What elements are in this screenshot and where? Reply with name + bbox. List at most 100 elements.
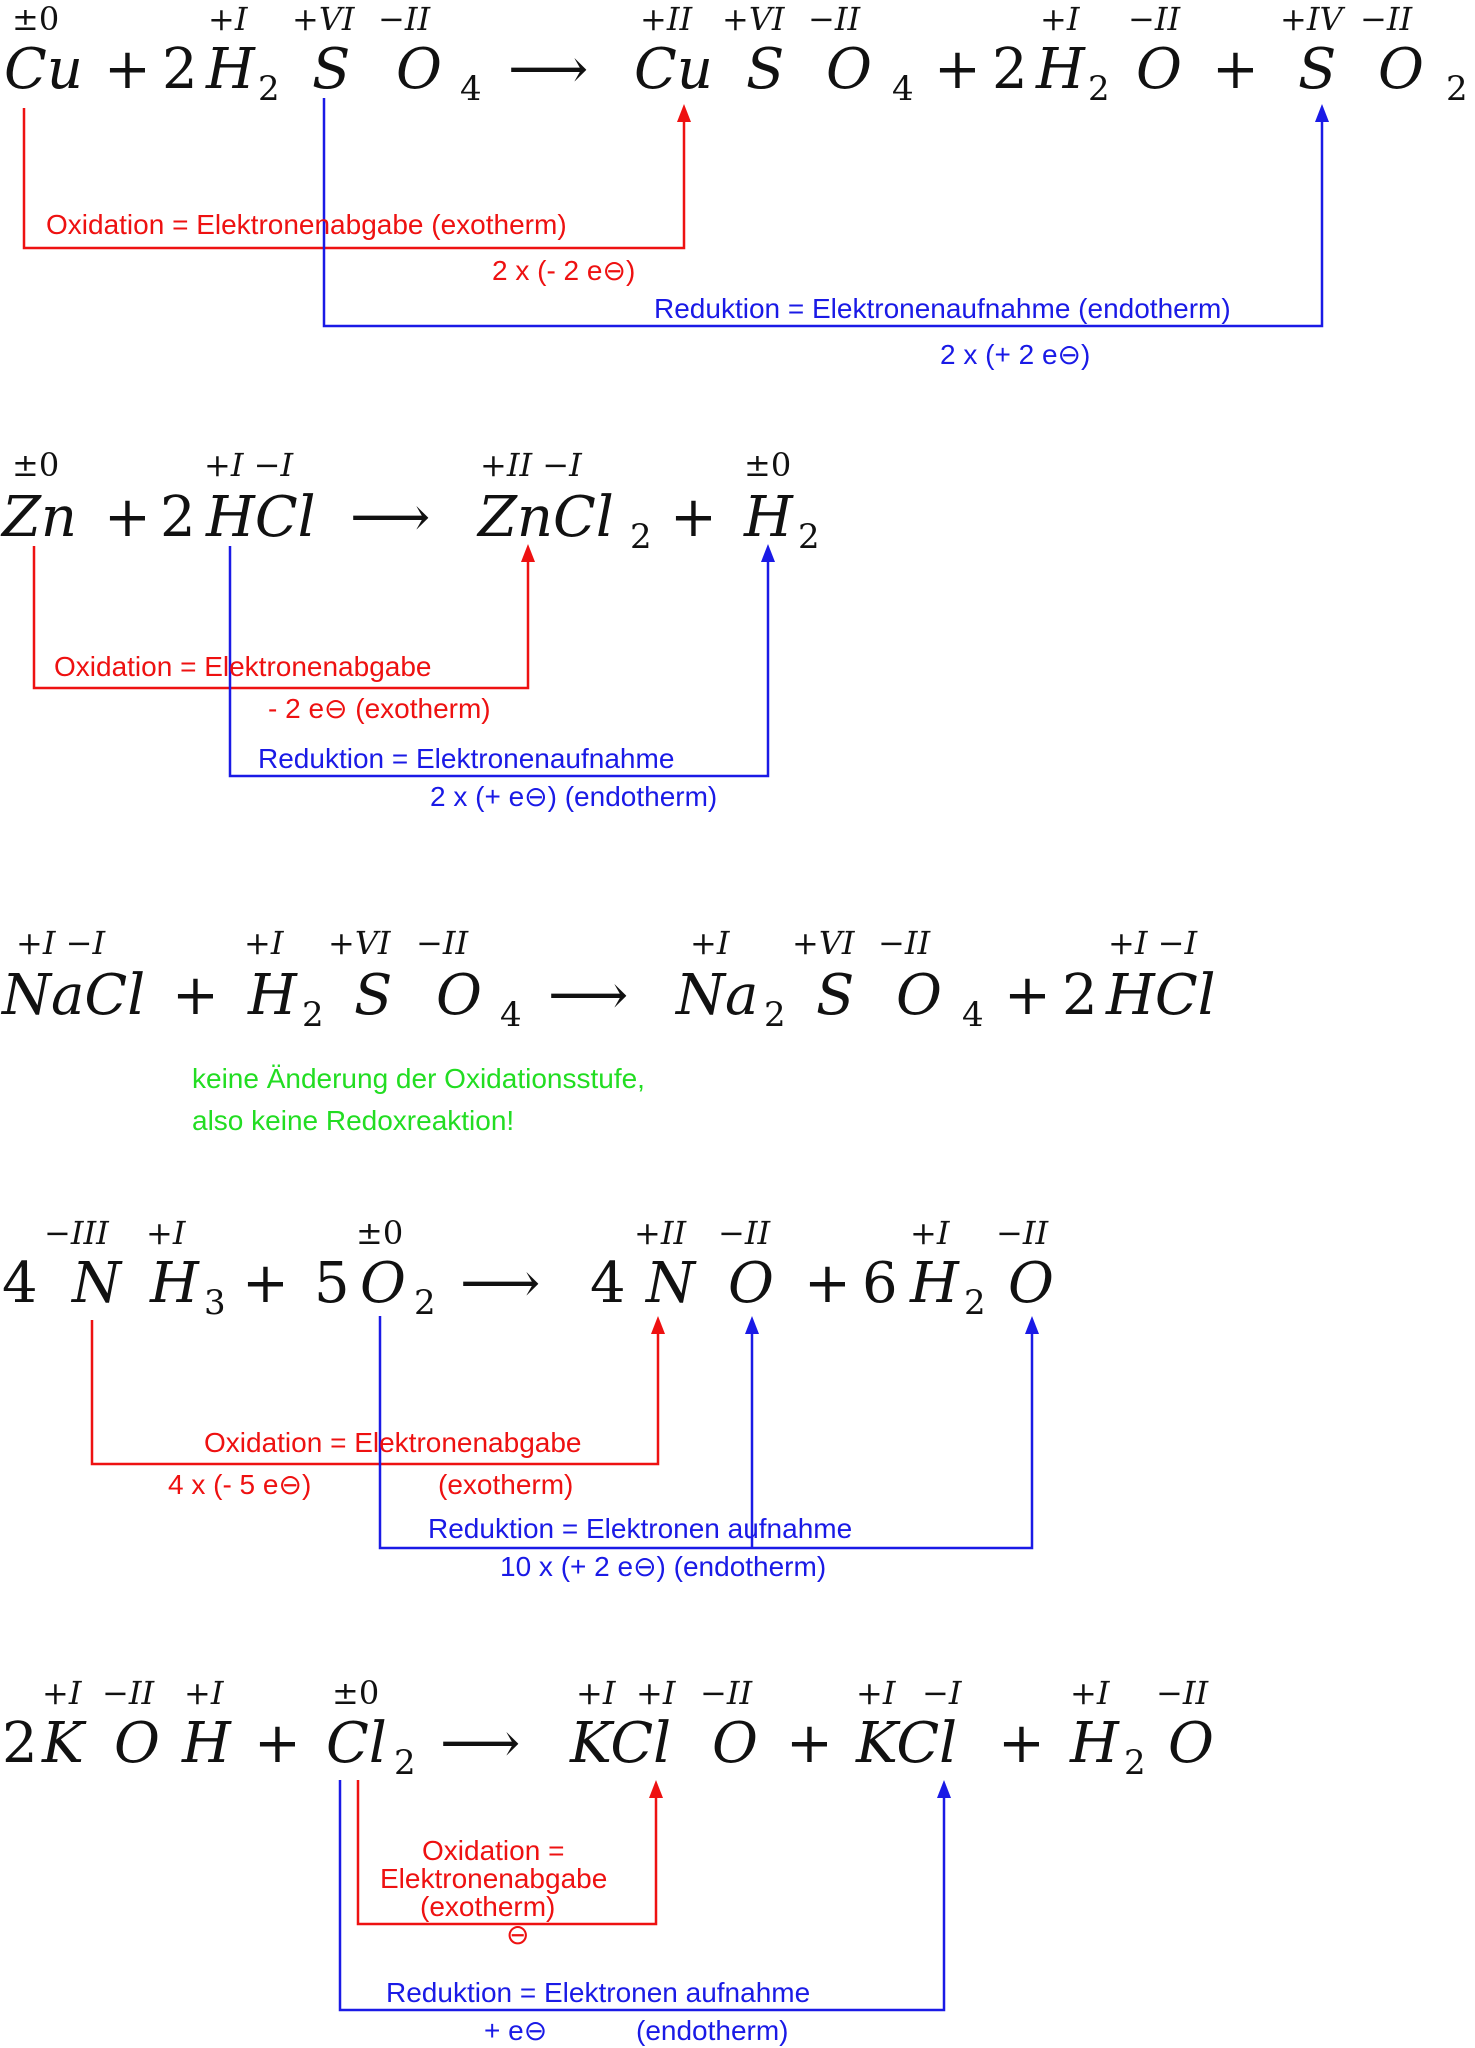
formula-coef: 2 bbox=[160, 485, 196, 550]
formula-hcl: HCl bbox=[1105, 963, 1216, 1028]
oxidation-arrowhead bbox=[649, 1780, 663, 1798]
formula-zncl: ZnCl bbox=[476, 485, 614, 550]
reaction-arrow: ⟶ bbox=[548, 963, 628, 1028]
reaction-arrow: ⟶ bbox=[460, 1251, 540, 1316]
oxidation-arrowhead bbox=[521, 544, 535, 562]
formula-o-product: O bbox=[826, 37, 872, 102]
ox-state-o-product: −II bbox=[718, 1214, 771, 1252]
ox-state-cl-chloride: −I bbox=[922, 1674, 963, 1712]
formula-subscript: 2 bbox=[1446, 69, 1468, 109]
formula-subscript: 4 bbox=[962, 995, 984, 1035]
formula-coef: 2 bbox=[162, 37, 198, 102]
ox-state-o-dioxide: −II bbox=[1360, 0, 1413, 38]
oxidation-arrowhead bbox=[651, 1316, 665, 1334]
oxidation-arrowhead bbox=[677, 104, 691, 122]
reduction-arrowhead bbox=[761, 544, 775, 562]
formula-plus: + bbox=[998, 1711, 1045, 1776]
ox-state-o-water: −II bbox=[1156, 1674, 1209, 1712]
reduction-bracket bbox=[338, 1780, 946, 2012]
oxidation-label-line-1: Oxidation = bbox=[422, 1835, 564, 1866]
oxidation-label: Oxidation = Elektronenabgabe (exotherm) bbox=[46, 209, 567, 240]
formula-s: S bbox=[354, 963, 392, 1028]
reaction-copper-sulfuric-acid: ±0 +I +VI −II +II +VI −II +I −II +IV −II… bbox=[4, 0, 1468, 370]
ox-state-h2: ±0 bbox=[744, 446, 791, 484]
formula-coef: 2 bbox=[2, 1711, 38, 1776]
ox-state-zncl: +II −I bbox=[480, 446, 583, 484]
formula-plus: + bbox=[670, 485, 717, 550]
formula-h2: H bbox=[743, 485, 794, 550]
oxidation-electrons: ⊖ bbox=[506, 1919, 529, 1950]
formula-h: H bbox=[205, 37, 256, 102]
formula-o-dioxide: O bbox=[1378, 37, 1424, 102]
ox-state-o-product: −II bbox=[878, 924, 931, 962]
reduction-electrons: + e⊖ bbox=[484, 2015, 547, 2046]
ox-state-h: +I bbox=[184, 1674, 225, 1712]
oxidation-label-line-3: (exotherm) bbox=[420, 1891, 555, 1922]
formula-o-water: O bbox=[1168, 1711, 1214, 1776]
formula-subscript: 3 bbox=[204, 1283, 226, 1323]
reduction-arrowhead bbox=[937, 1780, 951, 1798]
ox-state-o2: ±0 bbox=[356, 1214, 403, 1252]
reduction-bracket bbox=[228, 546, 770, 778]
formula-coef: 2 bbox=[992, 37, 1028, 102]
ox-state-h: +I bbox=[244, 924, 285, 962]
formula-coef: 6 bbox=[862, 1251, 898, 1316]
reaction-arrow: ⟶ bbox=[350, 485, 430, 550]
reaction-arrow: ⟶ bbox=[508, 37, 588, 102]
reaction-arrow: ⟶ bbox=[440, 1711, 520, 1776]
formula-subscript: 2 bbox=[414, 1283, 436, 1323]
formula-subscript: 2 bbox=[1088, 69, 1110, 109]
formula-plus: + bbox=[786, 1711, 833, 1776]
formula-cu-product: Cu bbox=[634, 37, 713, 102]
formula-subscript: 4 bbox=[892, 69, 914, 109]
no-redox-note-line-2: also keine Redoxreaktion! bbox=[192, 1105, 514, 1136]
reduction-electrons: 2 x (+ 2 e⊖) bbox=[940, 339, 1090, 370]
ox-state-hcl: +I −I bbox=[1108, 924, 1198, 962]
reaction-zinc-hydrochloric-acid: ±0 +I −I +II −I ±0 Zn + 2 HCl ⟶ ZnCl 2 +… bbox=[0, 446, 820, 812]
formula-o-water: O bbox=[1008, 1251, 1054, 1316]
ox-state-h-water: +I bbox=[1040, 0, 1081, 38]
ox-state-cu-product: +II bbox=[640, 0, 693, 38]
formula-coef: 5 bbox=[314, 1251, 350, 1316]
oxidation-bracket bbox=[356, 1780, 658, 1926]
oxidation-exotherm: (exotherm) bbox=[438, 1469, 573, 1500]
formula-subscript: 2 bbox=[630, 517, 652, 557]
formula-plus: + bbox=[934, 37, 981, 102]
ox-state-k-chloride: +I bbox=[856, 1674, 897, 1712]
ox-state-cl2: ±0 bbox=[332, 1674, 379, 1712]
oxidation-bracket bbox=[22, 108, 686, 250]
reduction-label: Reduktion = Elektronenaufnahme bbox=[258, 743, 674, 774]
oxidation-label: Oxidation = Elektronenabgabe bbox=[54, 651, 432, 682]
formula-o-product: O bbox=[728, 1251, 774, 1316]
formula-o: O bbox=[114, 1711, 160, 1776]
formula-plus: + bbox=[242, 1251, 289, 1316]
reduction-electrons: 10 x (+ 2 e⊖) (endotherm) bbox=[500, 1551, 826, 1582]
formula-o: O bbox=[436, 963, 482, 1028]
formula-n-product: N bbox=[644, 1251, 697, 1316]
formula-s-product: S bbox=[746, 37, 784, 102]
formula-cu: Cu bbox=[4, 37, 83, 102]
reaction-sodium-chloride-sulfuric-acid: +I −I +I +VI −II +I +VI −II +I −I NaCl +… bbox=[0, 924, 1216, 1136]
reduction-arrowhead bbox=[1315, 104, 1329, 122]
reduction-endotherm: (endotherm) bbox=[636, 2015, 789, 2046]
formula-plus: + bbox=[254, 1711, 301, 1776]
formula-s-product: S bbox=[816, 963, 854, 1028]
formula-subscript: 4 bbox=[460, 69, 482, 109]
reduction-label: Reduktion = Elektronen aufnahme bbox=[428, 1513, 852, 1544]
formula-cl2: Cl bbox=[326, 1711, 387, 1776]
formula-o-product: O bbox=[712, 1711, 758, 1776]
formula-subscript: 2 bbox=[764, 995, 786, 1035]
ox-state-zn: ±0 bbox=[12, 446, 59, 484]
ox-state-s-dioxide: +IV bbox=[1280, 0, 1345, 38]
ox-state-o: −II bbox=[378, 0, 431, 38]
formula-coef: 2 bbox=[1062, 963, 1098, 1028]
formula-subscript: 2 bbox=[798, 517, 820, 557]
ox-state-s: +VI bbox=[292, 0, 356, 38]
formula-subscript: 2 bbox=[394, 1743, 416, 1783]
ox-state-k: +I bbox=[42, 1674, 83, 1712]
ox-state-n-product: +II bbox=[634, 1214, 687, 1252]
formula-o2: O bbox=[360, 1251, 406, 1316]
formula-plus: + bbox=[1004, 963, 1051, 1028]
reduction-electrons: 2 x (+ e⊖) (endotherm) bbox=[430, 781, 717, 812]
